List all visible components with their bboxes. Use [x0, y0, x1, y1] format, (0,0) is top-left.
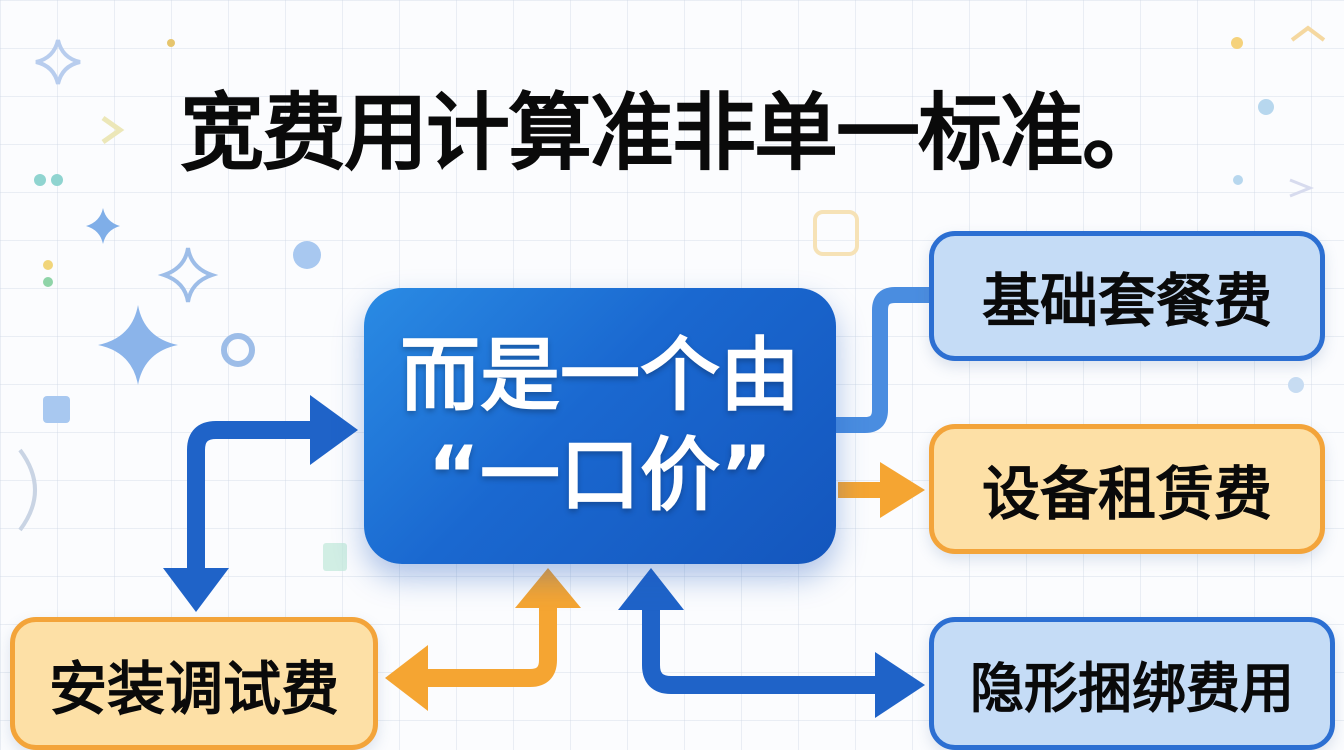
arrow-up-icon [515, 568, 581, 608]
node-hidden-bundled-fees: 隐形捆绑费用 [929, 617, 1335, 750]
node-label: 安装调试费 [48, 654, 339, 723]
node-installation: 安装调试费 [10, 617, 378, 750]
node-label: 设备租赁费 [981, 460, 1272, 528]
arrow-right-icon [880, 462, 925, 518]
center-line-1: 而是一个由 [400, 329, 800, 422]
arrow-right-icon [875, 652, 925, 718]
page-title: 宽费用计算准非单一标准。 [179, 84, 1166, 182]
center-line-2: “一口价” [427, 429, 773, 522]
arrow-right-icon [310, 395, 358, 465]
node-label: 隐形捆绑费用 [970, 657, 1294, 720]
node-label: 基础套餐费 [981, 267, 1272, 335]
arrow-left-icon [385, 645, 428, 711]
connector-base-package [828, 287, 943, 433]
node-base-package: 基础套餐费 [929, 231, 1325, 361]
node-equipment-rental: 设备租赁费 [929, 424, 1325, 554]
arrow-down-icon [163, 568, 229, 612]
center-summary-box: 而是一个由 “一口价” [364, 288, 836, 564]
arrow-up-icon [618, 568, 684, 610]
